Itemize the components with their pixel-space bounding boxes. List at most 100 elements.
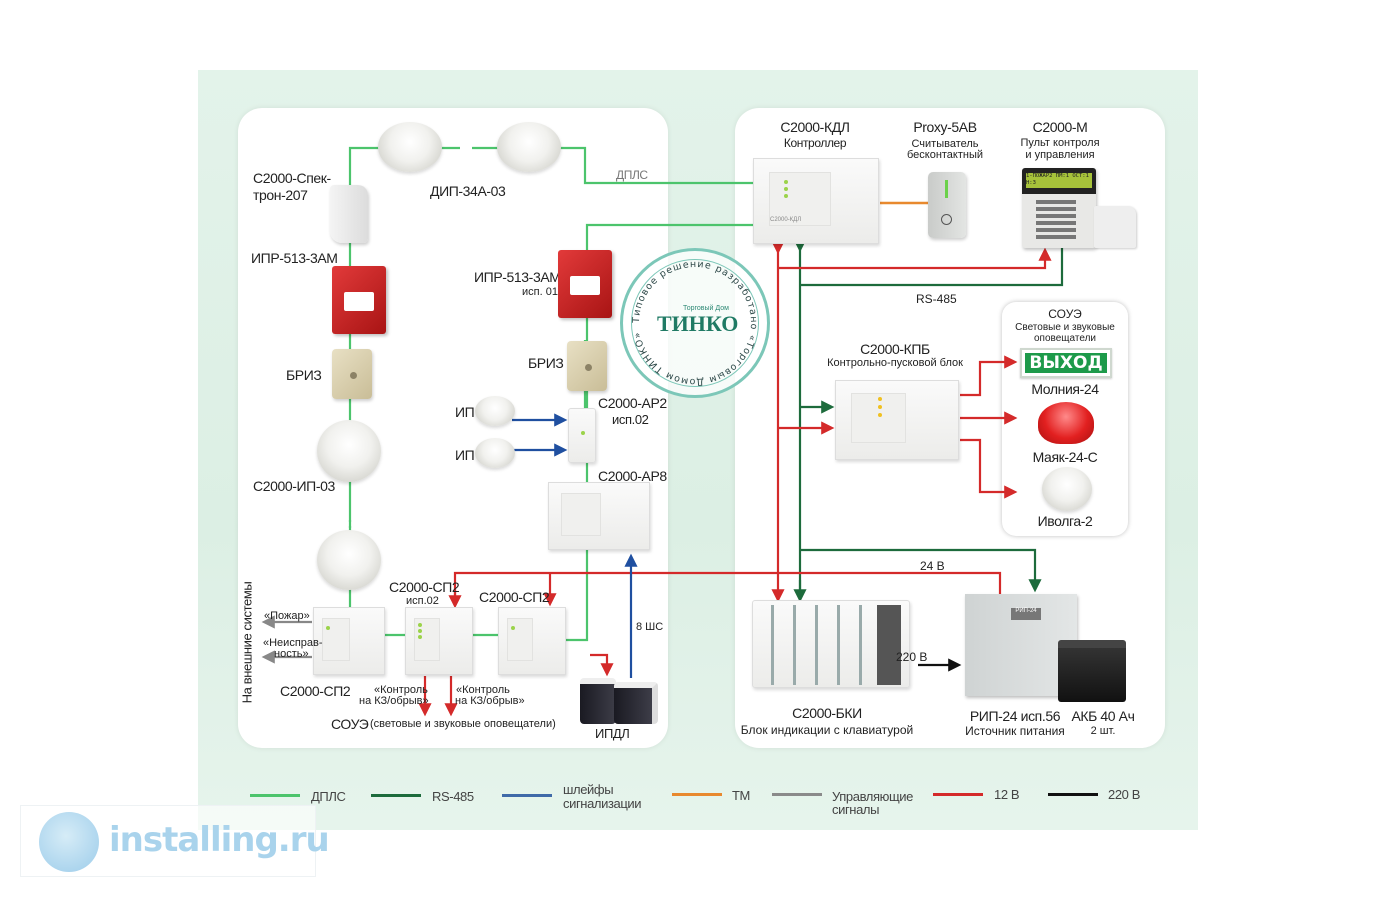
exit-sign: ВЫХОД	[1020, 348, 1112, 378]
legend-swatch-tm	[672, 793, 722, 796]
kdl-label: С2000-КДЛ	[780, 119, 850, 135]
bki-label: С2000-БКИ	[792, 705, 862, 721]
ar2-sub: исп.02	[612, 412, 649, 427]
legend-label-control-1: Управляющие	[832, 789, 913, 804]
proxy-label: Proxy-5AB	[913, 119, 977, 135]
ipr-right-label: ИПР-513-3АМ	[474, 269, 561, 285]
briz-isolator-left	[332, 349, 372, 399]
fault-signal-label-1: «Неисправ-	[263, 637, 323, 649]
rs485-lines	[793, 239, 1064, 603]
legend-label-tm: ТМ	[732, 788, 750, 803]
smoke-detector-ip03-2	[317, 530, 381, 590]
stamp-brand-sub: Торговый Дом	[683, 305, 729, 312]
legend-label-loops-2: сигнализации	[563, 796, 642, 811]
fire-signal-label: «Пожар»	[264, 610, 310, 622]
ipdl-label: ИПДЛ	[595, 726, 630, 741]
sp2-c-label: С2000-СП2	[479, 589, 550, 605]
rip-label: РИП-24 исп.56	[969, 708, 1061, 724]
soue-label: СОУЭ	[331, 716, 369, 732]
c2000-ar8-module	[548, 482, 650, 550]
ipr-right-sub: исп. 01	[522, 286, 558, 298]
soue-title: СОУЭ	[1048, 307, 1082, 321]
sp2-a-label: С2000-СП2	[280, 683, 351, 699]
mayak-strobe	[1038, 402, 1094, 444]
ar2-label: С2000-АР2	[598, 395, 667, 411]
ivolga-label: Иволга-2	[1037, 513, 1093, 529]
legend-swatch-220v	[1048, 793, 1098, 796]
rs485-label: RS-485	[916, 292, 957, 306]
control2-label-1: «Контроль	[456, 684, 510, 696]
kpb-sub: Контрольно-пусковой блок	[827, 357, 963, 369]
soue-sub-1: Световые и звуковые	[1015, 322, 1115, 333]
legend-swatch-12v	[933, 793, 983, 796]
manual-call-point-right	[558, 250, 612, 318]
beam-detector-2	[614, 682, 658, 724]
battery-akb	[1058, 640, 1126, 702]
tinko-stamp: Типовое решение разработано «Торговым До…	[620, 248, 770, 398]
proxy-reader	[928, 172, 966, 238]
c2000m-sub-2: и управления	[1025, 149, 1095, 161]
legend-label-control-2: сигналы	[832, 802, 880, 817]
radio-detector-1	[475, 396, 515, 426]
watermark-logo-icon	[39, 812, 99, 872]
24v-label: 24 В	[920, 559, 945, 573]
external-systems-label: На внешние системы	[239, 581, 255, 704]
briz-isolator-right	[567, 341, 607, 391]
control1-label-2: на КЗ/обрыв»	[359, 695, 429, 707]
akb-sub: 2 шт.	[1090, 725, 1116, 737]
alarm-loop-lines	[512, 413, 638, 678]
c2000-ar2-module	[568, 408, 596, 463]
spectron-label-2: трон-207	[253, 187, 308, 203]
sp2-b-label: С2000-СП2	[389, 579, 460, 595]
shs-label: 8 ШС	[636, 621, 664, 633]
control2-label-2: на КЗ/обрыв»	[455, 695, 525, 707]
c2000-sp2-isp02-module	[405, 607, 473, 675]
c2000-bki-panel	[752, 600, 910, 688]
spectron-label-1: С2000-Спек-	[253, 170, 331, 186]
ip03-label: С2000-ИП-03	[253, 478, 335, 494]
c2000m-sub-1: Пульт контроля	[1020, 137, 1100, 149]
soue-description: (световые и звуковые оповещатели)	[370, 718, 556, 730]
proxy-sub-1: Считыватель	[911, 138, 979, 150]
watermark-text: installing.ru	[109, 820, 330, 860]
legend-swatch-rs485	[371, 794, 421, 797]
manual-call-point-left	[332, 266, 386, 334]
kdl-face-label: С2000-КДЛ	[770, 217, 802, 223]
legend-label-12v: 12 В	[994, 787, 1020, 802]
watermark: installing.ru	[20, 805, 330, 877]
molniya-label: Молния-24	[1031, 381, 1099, 397]
rip-sub: Источник питания	[965, 724, 1065, 738]
legend-label-rs485: RS-485	[432, 789, 474, 804]
soue-sub-2: оповещатели	[1034, 333, 1096, 344]
c2000-sp2-module-c	[498, 607, 566, 675]
fault-signal-label-2: ность»	[274, 648, 309, 660]
akb-label: АКБ 40 Ач	[1071, 708, 1135, 724]
rip-face-label: РИП-24	[1011, 608, 1041, 620]
smoke-detector-ip03-1	[317, 420, 381, 482]
c2000-kpb-module	[835, 380, 959, 460]
c2000m-display: 1-ПОЖАР2 ПМ:1 ОСТ:1 Н:3	[1026, 173, 1092, 188]
bki-sub: Блок индикации с клавиатурой	[740, 723, 914, 737]
smoke-detector-dip34a-2	[497, 122, 561, 172]
control1-label-1: «Контроль	[374, 684, 428, 696]
c2000m-keypad: 1-ПОЖАР2 ПМ:1 ОСТ:1 Н:3	[1022, 168, 1096, 248]
ip1-label: ИП	[455, 404, 475, 420]
power-12v-lines	[418, 241, 1052, 717]
dip-label: ДИП-34А-03	[430, 183, 506, 199]
dpls-line-label: ДПЛС	[616, 168, 648, 182]
legend-label-dpls: ДПЛС	[311, 789, 346, 804]
flame-detector-spectron	[330, 185, 368, 243]
legend-label-loops-1: шлейфы	[563, 782, 614, 797]
kpb-label: С2000-КПБ	[860, 341, 930, 357]
proxy-sub-2: бесконтактный	[906, 149, 984, 161]
radio-detector-2	[475, 438, 515, 468]
smoke-detector-dip34a-1	[378, 122, 442, 172]
ar8-label: С2000-АР8	[598, 468, 667, 484]
legend-swatch-control	[772, 793, 822, 796]
c2000m-label: С2000-М	[1032, 119, 1088, 135]
ivolga-sounder	[1042, 467, 1092, 511]
c2000-sp2-module-a	[313, 607, 385, 675]
mayak-label: Маяк-24-С	[1032, 449, 1098, 465]
sp2-b-sub: исп.02	[406, 595, 439, 607]
legend-label-220v: 220 В	[1108, 787, 1140, 802]
